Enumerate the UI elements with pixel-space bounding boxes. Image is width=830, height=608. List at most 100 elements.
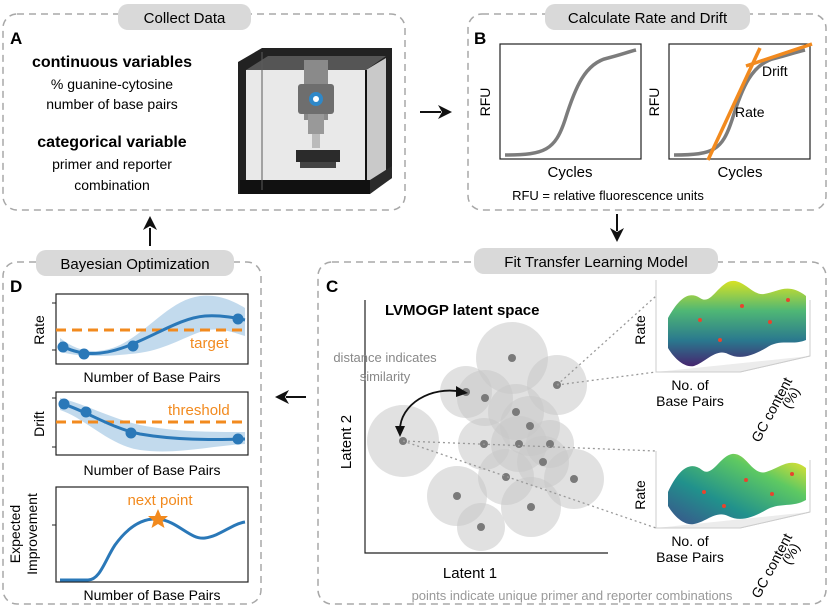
- drift-gp-plot: threshold Drift Number of Base Pairs: [31, 391, 249, 478]
- latent-axes: [364, 300, 608, 554]
- panel-a: Collect Data A continuous variables % gu…: [2, 4, 406, 211]
- panel-d-letter: D: [10, 277, 22, 296]
- next-point-label: next point: [127, 492, 193, 509]
- rfu-ylabel: RFU: [646, 88, 662, 117]
- ei-ylabel-line1: Expected: [7, 505, 23, 563]
- flow-arrows: [143, 105, 624, 404]
- latent-point: [502, 473, 510, 481]
- latent-caption: points indicate unique primer and report…: [412, 588, 733, 603]
- latent-point: [515, 440, 523, 448]
- rfu-ylabel: RFU: [477, 88, 493, 117]
- surface-xlabel: Base Pairs: [656, 549, 724, 565]
- panel-b-letter: B: [474, 29, 486, 48]
- categorical-item: primer and reporter: [52, 156, 172, 172]
- observation-point: [57, 341, 69, 353]
- panel-a-title-box: [118, 4, 251, 30]
- latent-space-title: LVMOGP latent space: [385, 302, 540, 319]
- continuous-heading: continuous variables: [32, 54, 192, 71]
- arrow-up-icon: [143, 216, 157, 246]
- distance-note: distance indicates: [333, 350, 437, 365]
- latent1-xlabel: Latent 1: [443, 565, 497, 582]
- rfu-curve-plot: RFU Cycles: [477, 43, 642, 181]
- latent-point: [512, 408, 520, 416]
- panel-d-title: Bayesian Optimization: [60, 256, 209, 273]
- panel-b-title-box: [545, 4, 750, 30]
- drift-line: [745, 42, 813, 68]
- panel-d: Bayesian Optimization D target Rate Numb…: [2, 250, 262, 605]
- cycles-xlabel: Cycles: [717, 164, 762, 181]
- latent-point: [453, 492, 461, 500]
- latent-point: [546, 440, 554, 448]
- surface-xlabel: No. of: [671, 533, 708, 549]
- observation-point: [232, 433, 244, 445]
- rfu-caption: RFU = relative fluorescence units: [512, 188, 704, 203]
- threshold-label: threshold: [168, 402, 230, 419]
- panel-c-title: Fit Transfer Learning Model: [504, 254, 687, 271]
- drift-label: Drift: [762, 63, 788, 79]
- latent-point: [539, 458, 547, 466]
- arrow-down-icon: [610, 214, 624, 242]
- rate-gp-plot: target Rate Number of Base Pairs: [31, 293, 249, 385]
- cycles-xlabel: Cycles: [547, 164, 592, 181]
- panel-c-letter: C: [326, 277, 338, 296]
- arrow-head: [395, 426, 405, 437]
- ei-curve: [60, 517, 246, 582]
- similarity-arrow: [399, 389, 464, 431]
- distance-note: similarity: [360, 369, 411, 384]
- continuous-item: number of base pairs: [46, 96, 178, 112]
- latent-point: [570, 475, 578, 483]
- observation-point: [80, 406, 92, 418]
- arrow-right-icon: [420, 105, 452, 119]
- observation-point: [78, 348, 90, 360]
- continuous-item: % guanine-cytosine: [51, 76, 173, 92]
- latent-point: [508, 354, 516, 362]
- latent-point: [527, 503, 535, 511]
- rate-ylabel: Rate: [31, 315, 47, 345]
- expected-improvement-plot: next point Expected Improvement Number o…: [7, 486, 249, 603]
- categorical-heading: categorical variable: [37, 134, 187, 151]
- panel-d-title-box: [36, 250, 234, 276]
- latent-point: [481, 394, 489, 402]
- surface-xlabel: No. of: [671, 377, 708, 393]
- panel-a-title: Collect Data: [144, 10, 226, 27]
- panel-b: Calculate Rate and Drift B RFU Cycles Dr…: [467, 4, 827, 211]
- latent2-ylabel: Latent 2: [338, 415, 355, 469]
- surface-zlabel: Rate: [632, 480, 648, 510]
- latent-point: [526, 422, 534, 430]
- rfu-curve: [504, 48, 637, 157]
- surface-zlabel: Rate: [632, 315, 648, 345]
- observation-point: [127, 340, 139, 352]
- star-icon: [148, 509, 168, 528]
- rate-uncertainty-band: [60, 295, 245, 356]
- surface-connectors: [402, 295, 657, 529]
- categorical-item: combination: [74, 177, 150, 193]
- rate-label: Rate: [735, 104, 765, 120]
- ei-ylabel-line2: Improvement: [24, 493, 40, 575]
- latent-point: [477, 523, 485, 531]
- bp-xlabel: Number of Base Pairs: [84, 587, 221, 603]
- panel-c-title-box: [474, 248, 718, 274]
- arrow-left-icon: [275, 390, 306, 404]
- bp-xlabel: Number of Base Pairs: [84, 369, 221, 385]
- bp-xlabel: Number of Base Pairs: [84, 462, 221, 478]
- rate-surface-lower: Rate No. of Base Pairs GC content (%): [632, 451, 811, 601]
- observation-point: [58, 398, 70, 410]
- observation-point: [232, 313, 244, 325]
- arrow-head: [456, 386, 468, 397]
- gp-surface: [668, 280, 806, 367]
- rate-gp-mean: [59, 314, 246, 355]
- surface-xlabel: Base Pairs: [656, 393, 724, 409]
- panel-a-letter: A: [10, 29, 22, 48]
- rate-surface-upper: Rate No. of Base Pairs GC content (%): [632, 280, 811, 445]
- rate-line: [706, 47, 762, 161]
- drift-ylabel: Drift: [31, 411, 47, 437]
- observation-point: [125, 427, 137, 439]
- panel-b-title: Calculate Rate and Drift: [568, 10, 728, 27]
- rate-drift-plot: Drift Rate RFU Cycles: [646, 42, 813, 181]
- panel-b-frame: [467, 13, 827, 211]
- target-label: target: [190, 335, 229, 352]
- panel-c: Fit Transfer Learning Model C LVMOGP lat…: [317, 248, 827, 605]
- gp-surface: [668, 453, 806, 525]
- lab-robot-icon: [238, 48, 392, 194]
